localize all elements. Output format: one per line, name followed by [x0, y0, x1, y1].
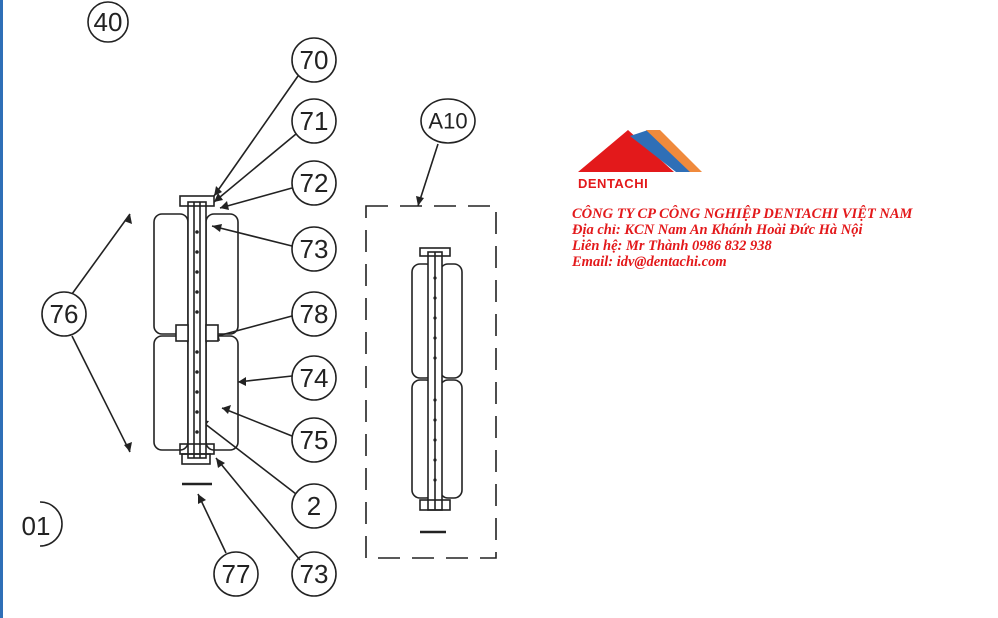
callout-label-2: 2 [307, 491, 321, 521]
callout-circle-75 [291, 417, 337, 463]
callout-label-71: 71 [300, 106, 329, 136]
callout-circle-74 [291, 355, 337, 401]
center-column [187, 201, 207, 459]
callout-label-73-bottom: 73 [300, 559, 329, 589]
detail-a10-frame [365, 205, 497, 559]
main-assembly [153, 195, 239, 486]
callout-label-75: 75 [300, 425, 329, 455]
leader-arrowheads [124, 186, 424, 504]
callout-label-73-top: 73 [300, 234, 329, 264]
callout-circle-40 [87, 1, 129, 43]
company-contact: Liên hệ: Mr Thành 0986 832 938 [572, 238, 772, 254]
callout-circle-01-partial [39, 501, 63, 547]
column-holes [195, 230, 199, 434]
callout-circle-2 [291, 483, 337, 529]
dentachi-logo-icon [578, 130, 702, 172]
detail-a10 [365, 205, 497, 559]
callout-circle-73-top [291, 226, 337, 272]
callout-label-77: 77 [222, 559, 251, 589]
callout-circle-70 [291, 37, 337, 83]
callout-label-01: 01 [22, 511, 51, 541]
wing-left-upper [153, 213, 189, 335]
company-info: CÔNG TY CP CÔNG NGHIỆP DENTACHI VIỆT NAM… [572, 206, 912, 270]
callout-circle-78 [291, 291, 337, 337]
top-plate [179, 195, 215, 207]
leader-lines [71, 75, 439, 561]
callout-circle-73-bottom [291, 551, 337, 597]
callout-label-a10: A10 [428, 109, 467, 134]
callout-circle-77 [213, 551, 259, 597]
callout-circle-a10 [420, 98, 476, 144]
callout-label-70: 70 [300, 45, 329, 75]
callout-label-72: 72 [300, 168, 329, 198]
callout-circle-76 [41, 291, 87, 337]
left-border-rule [0, 0, 3, 618]
callout-label-40: 40 [94, 7, 123, 37]
callout-label-78: 78 [300, 299, 329, 329]
callout-circle-72 [291, 160, 337, 206]
company-email: Email: idv@dentachi.com [572, 254, 727, 270]
callout-circle-71 [291, 98, 337, 144]
wing-right-lower [205, 335, 239, 451]
company-name: CÔNG TY CP CÔNG NGHIỆP DENTACHI VIỆT NAM [572, 206, 913, 222]
callout-label-74: 74 [300, 363, 329, 393]
wing-left-lower [153, 335, 189, 451]
callout-label-76: 76 [50, 299, 79, 329]
dentachi-brand-text: DENTACHI [578, 176, 649, 191]
company-address: Địa chỉ: KCN Nam An Khánh Hoài Đức Hà Nộ… [572, 222, 863, 238]
